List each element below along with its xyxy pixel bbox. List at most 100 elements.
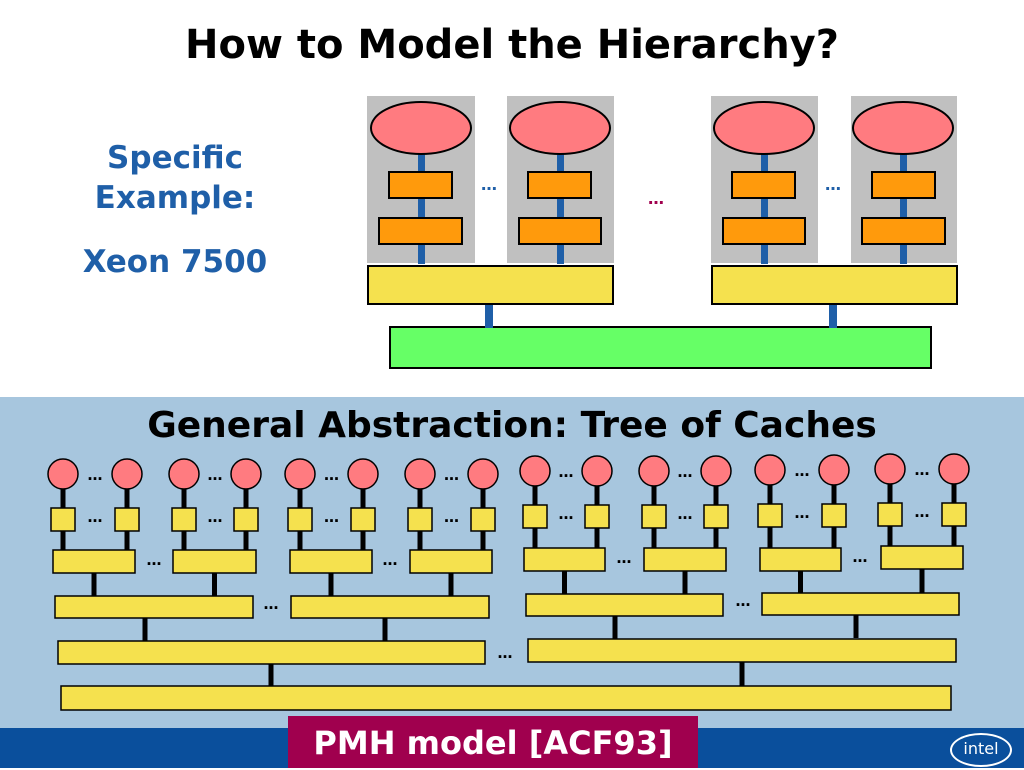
level2-cache	[52, 549, 136, 574]
tree-link	[739, 662, 745, 686]
ellipsis: …	[678, 463, 693, 481]
tree-link	[594, 483, 600, 505]
tree-link	[480, 486, 486, 508]
l1-cache	[527, 171, 592, 199]
level1-cache	[287, 507, 313, 532]
tree-link	[853, 615, 859, 638]
level1-cache	[877, 502, 903, 527]
ellipsis: …	[147, 551, 162, 569]
level2-cache	[172, 549, 257, 574]
level1-cache	[641, 504, 667, 529]
ellipsis: …	[481, 175, 497, 194]
core-link	[900, 150, 907, 264]
level1-cache	[171, 507, 197, 532]
ellipsis: …	[853, 548, 868, 566]
tree-link	[951, 481, 957, 503]
processor	[638, 455, 670, 487]
tree-link	[142, 618, 148, 641]
tree-link	[382, 618, 388, 641]
tree-link	[951, 525, 957, 546]
tree-link	[767, 482, 773, 504]
level2-cache	[289, 549, 373, 574]
tree-link	[91, 573, 97, 596]
ellipsis: …	[559, 463, 574, 481]
level1-cache	[821, 503, 847, 528]
level2-cache	[523, 547, 606, 572]
tree-link	[360, 486, 366, 508]
main-memory	[389, 326, 932, 369]
l3-cache	[711, 265, 958, 305]
level3-cache	[525, 593, 724, 617]
tree-link	[181, 530, 187, 550]
tree-link	[417, 530, 423, 550]
level1-cache	[941, 502, 967, 527]
level1-cache	[470, 507, 496, 532]
level5-cache	[60, 685, 952, 711]
ellipsis: …	[324, 466, 339, 484]
l3-cache	[367, 265, 614, 305]
level1-cache	[703, 504, 729, 529]
ellipsis: …	[498, 644, 513, 662]
tree-link	[243, 530, 249, 550]
tree-link	[651, 483, 657, 505]
tree-link	[60, 530, 66, 550]
level1-cache	[50, 507, 76, 532]
core-unit	[367, 96, 475, 264]
l2-cache	[378, 217, 463, 245]
tree-link	[887, 525, 893, 546]
tree-link	[297, 530, 303, 550]
tree-link	[887, 481, 893, 503]
tree-link	[713, 527, 719, 548]
ellipsis: …	[915, 461, 930, 479]
tree-link	[713, 483, 719, 505]
tree-link	[417, 486, 423, 508]
tree-link	[831, 482, 837, 504]
tree-link	[651, 527, 657, 548]
core-link	[418, 150, 425, 264]
ellipsis: …	[617, 549, 632, 567]
level2-cache	[759, 547, 842, 572]
ellipsis: …	[264, 595, 279, 613]
memory-link	[485, 304, 493, 328]
ellipsis: …	[559, 505, 574, 523]
ellipsis: …	[825, 175, 841, 194]
intel-logo: intel	[950, 733, 1012, 767]
tree-link	[243, 486, 249, 508]
tree-link	[919, 569, 925, 593]
level3-cache	[761, 592, 960, 616]
processor	[230, 458, 262, 490]
processor	[519, 455, 551, 487]
processor	[874, 453, 906, 485]
level1-cache	[233, 507, 259, 532]
tree-link	[612, 616, 618, 639]
ellipsis: …	[915, 503, 930, 521]
ellipsis: …	[795, 504, 810, 522]
level2-cache	[409, 549, 493, 574]
ellipsis: …	[736, 592, 751, 610]
tree-link	[268, 664, 274, 686]
xeon-diagram: … … …	[367, 96, 958, 369]
level1-cache	[407, 507, 433, 532]
tree-link	[212, 573, 217, 596]
tree-link	[594, 527, 600, 548]
processor	[938, 453, 970, 485]
ellipsis: …	[324, 508, 339, 526]
processor	[347, 458, 379, 490]
tree-link	[297, 486, 303, 508]
ellipsis: …	[208, 508, 223, 526]
tree-link	[767, 526, 773, 548]
processor	[284, 458, 316, 490]
l1-cache	[731, 171, 796, 199]
level1-cache	[757, 503, 783, 528]
tree-link	[124, 530, 130, 550]
core-unit	[851, 96, 957, 264]
core-unit	[711, 96, 818, 264]
tree-link	[682, 571, 688, 594]
ellipsis: …	[444, 466, 459, 484]
tree-link	[328, 573, 334, 596]
processor	[818, 454, 850, 486]
processor	[467, 458, 499, 490]
tree-link	[532, 483, 538, 505]
memory-link	[829, 304, 837, 328]
